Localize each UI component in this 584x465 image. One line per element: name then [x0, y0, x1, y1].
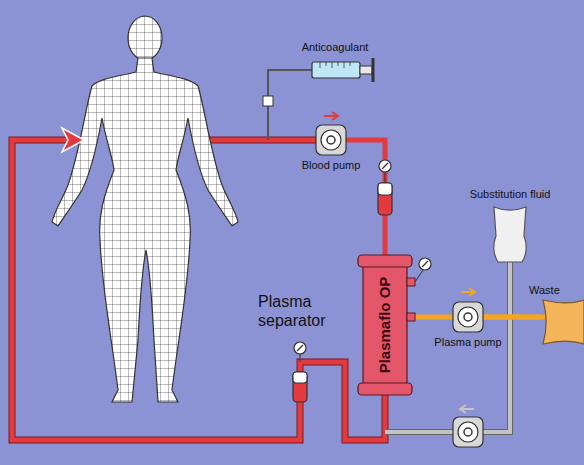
syringe-icon [298, 58, 373, 82]
pump-icon [453, 417, 483, 447]
pump-icon [316, 125, 346, 155]
tubing-connector [410, 315, 453, 320]
pressure-gauge [415, 258, 431, 282]
plasma-line [483, 315, 545, 320]
connector-block [263, 96, 273, 106]
drip-chamber [378, 183, 392, 215]
product-label: Plasmaflo OP [376, 277, 393, 374]
pressure-gauge [294, 342, 306, 362]
drip-chamber [293, 372, 307, 402]
draw-line [200, 137, 331, 144]
bag-node: Waste [541, 298, 584, 346]
flow-arrow [460, 405, 474, 413]
fluid-bag [494, 207, 526, 262]
separator-cylinder [358, 255, 415, 395]
flow-arrow [324, 112, 338, 120]
return-arrow [62, 128, 84, 152]
device-label: Anticoagulant [302, 41, 369, 54]
device-label: Waste [529, 284, 560, 297]
human-figure [52, 16, 238, 402]
flow-arrow [461, 288, 475, 296]
device-label: Blood pump [302, 159, 361, 172]
tubing-connector [483, 315, 541, 320]
waste-bag [543, 300, 584, 344]
pump-node: Plasma pump [453, 302, 483, 332]
syringe-node: Anticoagulant [296, 58, 374, 82]
device-label: Substitution fluid [470, 188, 551, 201]
separator-node: Plasma separatorPlasmaflo OP [360, 256, 410, 394]
pump-icon [453, 302, 483, 332]
bag-node: Substitution fluid [492, 205, 528, 263]
pressure-gauge [379, 160, 391, 183]
device-label: Plasma pump [434, 336, 501, 349]
draw-line [200, 138, 331, 143]
pump-node: Blood pump [316, 125, 346, 155]
heading-label: Plasma separator [258, 292, 340, 330]
